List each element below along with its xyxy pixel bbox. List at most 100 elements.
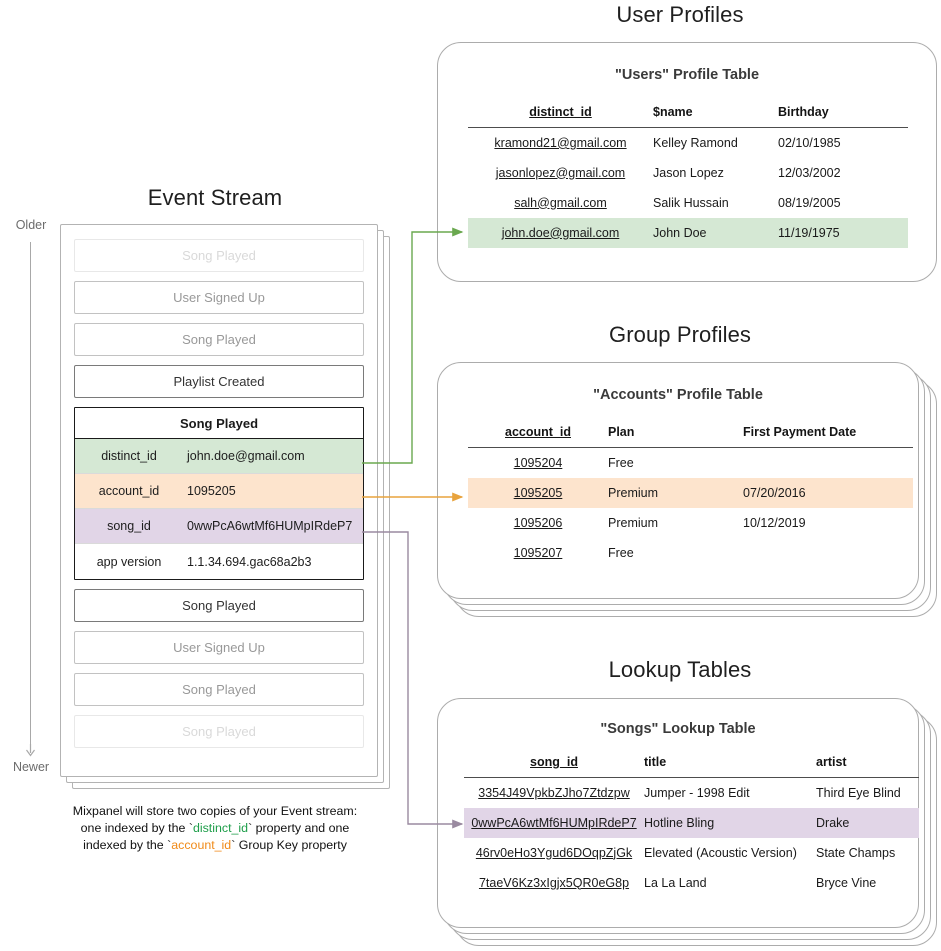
- event-stream-caption: Mixpanel will store two copies of your E…: [30, 803, 400, 854]
- event-property-key: account_id: [98, 484, 160, 498]
- event-label: Song Played: [182, 598, 256, 613]
- event-property-value: 1095205: [187, 484, 236, 498]
- time-axis: Older Newer: [0, 218, 62, 780]
- table-cell: John Doe: [653, 217, 778, 248]
- table-cell: 07/20/2016: [743, 477, 913, 508]
- accounts-table-header-row: account_id Plan First Payment Date: [468, 425, 913, 448]
- caption-token-account-id: account_id: [171, 838, 232, 852]
- event-item-after-1[interactable]: User Signed Up: [74, 631, 364, 664]
- table-cell-key: jasonlopez@gmail.com: [468, 158, 653, 188]
- event-property-row: account_id 1095205: [75, 474, 363, 509]
- key-link[interactable]: 0wwPcA6wtMf6HUMpIRdeP7: [471, 815, 637, 830]
- table-cell-key: 1095206: [468, 508, 608, 538]
- event-property-key: app version: [96, 554, 162, 569]
- key-link[interactable]: 1095207: [513, 545, 563, 560]
- table-row[interactable]: 1095206 Premium 10/12/2019: [468, 508, 913, 538]
- table-row[interactable]: 1095207 Free: [468, 538, 913, 568]
- group-profiles-title: Group Profiles: [608, 322, 751, 347]
- caption-token-distinct-id: distinct_id: [192, 821, 249, 835]
- users-table-header-row: distinct_id $name Birthday: [468, 105, 908, 128]
- table-cell: Third Eye Blind: [816, 785, 901, 800]
- table-cell: Free: [608, 545, 634, 560]
- event-property-value: 1.1.34.694.gac68a2b3: [187, 554, 312, 569]
- users-col-distinct-id: distinct_id: [468, 105, 653, 128]
- event-property-value: 0wwPcA6wtMf6HUMpIRdeP7: [187, 519, 353, 533]
- caption-line-2: one indexed by the `distinct_id` propert…: [30, 820, 400, 837]
- users-profile-panel: "Users" Profile Table distinct_id $name …: [437, 42, 937, 282]
- songs-col-song-id: song_id: [464, 755, 644, 778]
- table-cell: 08/19/2005: [778, 195, 841, 210]
- table-cell: [743, 538, 913, 568]
- songs-table-header-row: song_id title artist: [464, 755, 919, 778]
- accounts-profile-panel: "Accounts" Profile Table account_id Plan…: [437, 362, 937, 617]
- event-item-0[interactable]: Song Played: [74, 239, 364, 272]
- caption-line-3-suffix: ` Group Key property: [231, 838, 347, 852]
- table-cell-key: 1095205: [468, 477, 608, 508]
- key-link[interactable]: 1095205: [513, 485, 563, 500]
- table-cell: Premium: [608, 515, 659, 530]
- key-link[interactable]: 3354J49VpkbZJho7Ztdzpw: [478, 785, 630, 800]
- accounts-table-title: "Accounts" Profile Table: [593, 387, 763, 403]
- key-link[interactable]: kramond21@gmail.com: [494, 135, 627, 150]
- lookup-tables-title: Lookup Tables: [608, 657, 752, 682]
- caption-line-2-prefix: one indexed by the `: [80, 821, 193, 835]
- table-row[interactable]: kramond21@gmail.com Kelley Ramond 02/10/19…: [468, 128, 908, 158]
- table-cell: Salik Hussain: [653, 195, 729, 210]
- table-cell: Kelley Ramond: [653, 135, 738, 150]
- songs-lookup-panel: "Songs" Lookup Table song_id title artis…: [437, 698, 937, 946]
- table-cell: [743, 448, 913, 478]
- users-table: distinct_id $name Birthday kramond21@gma…: [468, 105, 908, 248]
- key-link[interactable]: 1095204: [513, 455, 563, 470]
- table-cell: 02/10/1985: [778, 135, 841, 150]
- key-link[interactable]: jasonlopez@gmail.com: [495, 165, 626, 180]
- axis-label-newer: Newer: [12, 760, 50, 774]
- accounts-col-first-payment-date: First Payment Date: [743, 425, 913, 448]
- event-property-row: app version 1.1.34.694.gac68a2b3: [75, 544, 363, 579]
- event-item-after-3[interactable]: Song Played: [74, 715, 364, 748]
- table-cell-key: 3354J49VpkbZJho7Ztdzpw: [464, 778, 644, 808]
- user-profiles-title: User Profiles: [616, 2, 744, 27]
- event-item-after-2[interactable]: Song Played: [74, 673, 364, 706]
- key-link[interactable]: 46rv0eHo3Ygud6DOqpZjGk: [475, 845, 633, 860]
- table-cell-key: john.doe@gmail.com: [468, 217, 653, 248]
- table-cell: Bryce Vine: [816, 875, 877, 890]
- key-link[interactable]: salh@gmail.com: [514, 195, 607, 210]
- table-cell-key: kramond21@gmail.com: [468, 128, 653, 158]
- accounts-table: account_id Plan First Payment Date 10952…: [468, 425, 913, 568]
- songs-lookup-card: "Songs" Lookup Table song_id title artis…: [437, 698, 919, 928]
- key-link[interactable]: 1095206: [513, 515, 563, 530]
- event-property-key: song_id: [107, 519, 151, 533]
- accounts-profile-card: "Accounts" Profile Table account_id Plan…: [437, 362, 919, 599]
- caption-line-3: indexed by the `account_id` Group Key pr…: [30, 837, 400, 854]
- table-cell-key: 0wwPcA6wtMf6HUMpIRdeP7: [464, 807, 644, 838]
- users-table-title: "Users" Profile Table: [614, 67, 760, 83]
- key-link[interactable]: 7taeV6Kz3xIgjx5QR0eG8p: [478, 875, 630, 890]
- event-item-after-0[interactable]: Song Played: [74, 589, 364, 622]
- event-item-2[interactable]: Song Played: [74, 323, 364, 356]
- key-link[interactable]: john.doe@gmail.com: [501, 225, 620, 240]
- event-item-1[interactable]: User Signed Up: [74, 281, 364, 314]
- table-cell: 10/12/2019: [743, 515, 806, 530]
- event-item-3[interactable]: Playlist Created: [74, 365, 364, 398]
- users-col-name: $name: [653, 105, 778, 128]
- axis-line: [30, 242, 31, 750]
- table-cell-key: 1095204: [468, 448, 608, 478]
- table-row[interactable]: salh@gmail.com Salik Hussain 08/19/2005: [468, 188, 908, 218]
- event-label: User Signed Up: [173, 640, 265, 655]
